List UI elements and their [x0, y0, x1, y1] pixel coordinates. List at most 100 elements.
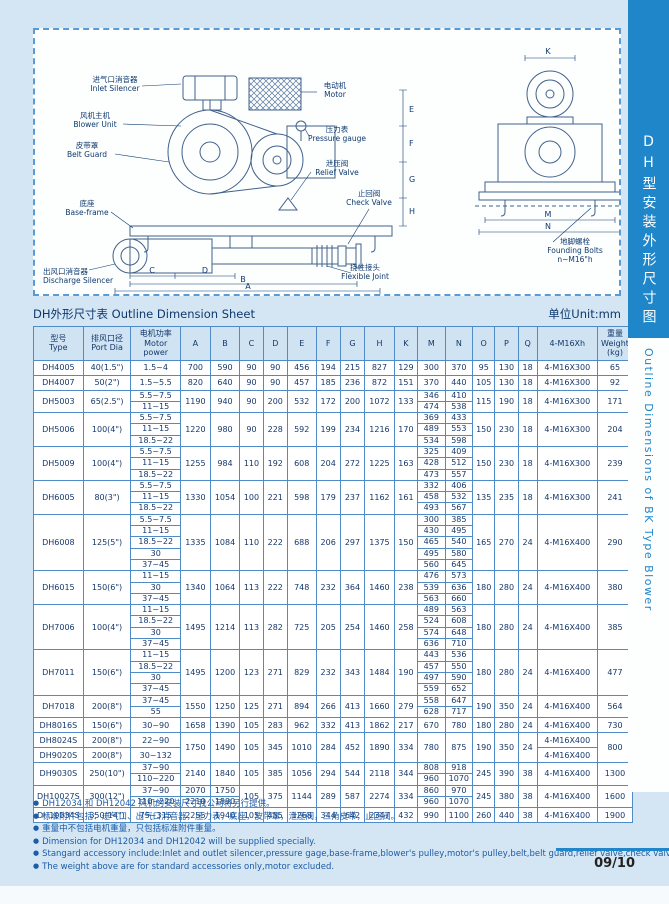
cell: 332	[315, 717, 341, 734]
cell: 230	[494, 412, 519, 447]
cell: 1200	[209, 649, 241, 696]
cell: 4-M16X400	[536, 649, 598, 696]
cell: DH7006	[33, 604, 84, 651]
cell: 200	[339, 389, 366, 414]
cell: 670	[417, 717, 446, 734]
cell: 105	[472, 374, 496, 391]
cell: 532	[286, 389, 317, 414]
cell: 266	[315, 694, 341, 719]
cell: DH5003	[33, 389, 84, 414]
column-header: D	[262, 326, 288, 361]
relief-valve-icon	[278, 197, 298, 211]
column-header: P	[494, 326, 519, 361]
inlet-silencer-label-en: Inlet Silencer	[90, 84, 140, 93]
cell: 334	[393, 732, 419, 764]
cell: 30~90	[130, 717, 182, 734]
dim-letter-c: C	[149, 266, 155, 275]
cell: 150(6")	[82, 649, 132, 696]
cell: 1010	[286, 732, 317, 764]
cell: 1660	[364, 694, 395, 719]
cell: 1072	[364, 389, 395, 414]
motor-hatch-block	[248, 77, 302, 111]
cell: 1225	[364, 445, 395, 481]
relief-valve-label-en: Relief Valve	[315, 168, 359, 177]
cell: 457	[286, 374, 317, 391]
cell: 343	[339, 649, 366, 696]
cell: 24	[517, 570, 538, 606]
cell: 234	[339, 412, 366, 447]
cell: 123	[239, 649, 264, 696]
sidebar-title-en: Outline Dimensions of BK Type Blower	[642, 348, 655, 612]
cell: DH5006	[33, 412, 84, 447]
founding-bolts-label-en: Founding Bolts	[547, 246, 603, 255]
cell: 217	[393, 717, 419, 734]
sheet-title: DH外形尺寸表 Outline Dimension Sheet	[33, 307, 255, 321]
cell: 205	[315, 604, 341, 651]
cell: 151	[393, 374, 419, 391]
column-header: O	[472, 326, 496, 361]
column-header: K	[393, 326, 419, 361]
cell: 129	[393, 359, 419, 376]
check-valve-label-en: Check Valve	[346, 198, 392, 207]
flexible-joint-label-cn: 挠性接头	[350, 262, 380, 272]
cell: 105	[239, 807, 264, 824]
cell: 452	[339, 732, 366, 764]
dim-letter-n: N	[545, 222, 551, 231]
cell: DH7018	[33, 694, 84, 719]
cell: 185	[315, 374, 341, 391]
cell: 1084	[209, 513, 241, 572]
cell: 161	[393, 479, 419, 515]
cell: 180	[472, 570, 496, 606]
cell: 1550	[180, 694, 211, 719]
cell: 100	[239, 479, 264, 515]
sheet-heading: DH外形尺寸表 Outline Dimension Sheet 单位Unit:m…	[33, 306, 621, 322]
cell: 280	[494, 649, 519, 696]
motor-label-en: Motor	[324, 90, 347, 99]
side-view-drawing	[112, 75, 393, 274]
cell: 92	[596, 374, 634, 391]
cell: 236	[339, 374, 366, 391]
cell: 4-M16X300	[536, 359, 598, 376]
column-header: N	[444, 326, 474, 361]
cell: 24	[517, 513, 538, 572]
cell: 940	[209, 389, 241, 414]
cell: 110	[239, 513, 264, 572]
cell: 150	[472, 412, 496, 447]
cell: 200(8")	[82, 747, 132, 764]
note-item: ●DH12034 和 DH12042 风机的安装尺寸我公司将另行提供。	[33, 799, 275, 809]
dim-letter-b: B	[240, 275, 246, 284]
cell: 725	[286, 604, 317, 651]
cell: 642	[339, 807, 366, 824]
cell: 179	[315, 479, 341, 515]
cell: 24	[517, 604, 538, 651]
motor-label-cn: 电动机	[324, 80, 347, 90]
cell: 640	[209, 374, 241, 391]
cell: 1890	[364, 732, 395, 764]
cell: 280	[494, 604, 519, 651]
discharge-silencer-label-cn: 出风口消音器	[43, 266, 88, 276]
note-item: ●Dimension for DH12034 and DH12042 will …	[33, 836, 316, 847]
cell: 2118	[364, 762, 395, 786]
cell: 455	[262, 807, 288, 824]
cell: 300	[417, 359, 446, 376]
cell: 1390	[209, 717, 241, 734]
cell: 1490	[209, 732, 241, 764]
cell: 1220	[180, 412, 211, 447]
cell: 204	[315, 445, 341, 481]
cell: 221	[262, 479, 288, 515]
cell: 272	[339, 445, 366, 481]
belt-guard-label-cn: 皮带罩	[76, 140, 99, 150]
unit-label: 单位Unit:mm	[548, 307, 621, 321]
cell: 688	[286, 513, 317, 572]
cell: 829	[286, 649, 317, 696]
